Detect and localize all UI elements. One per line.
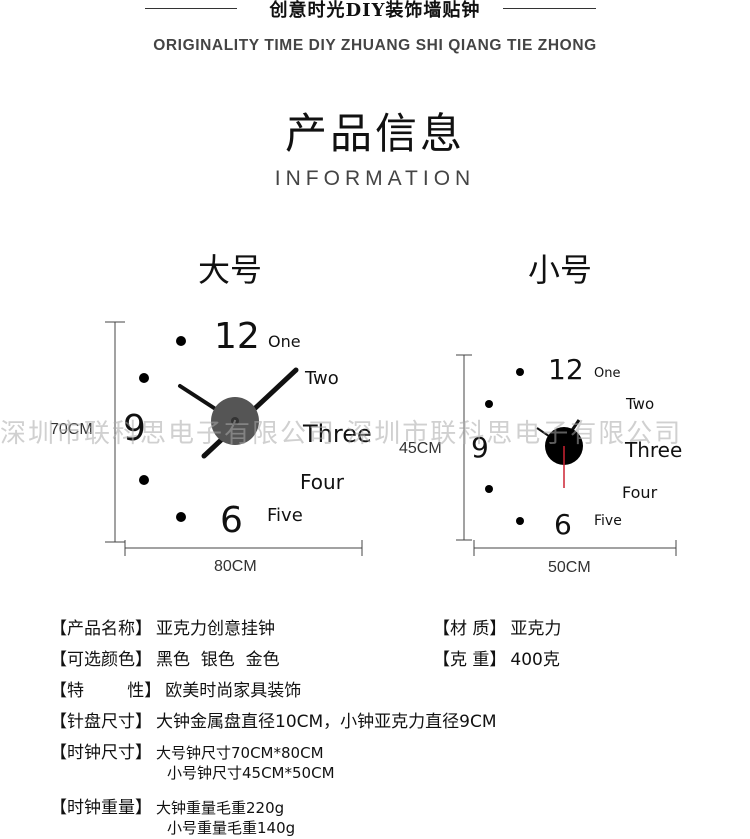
hour-dot xyxy=(485,485,493,493)
spec-value: 欧美时尚家具装饰 xyxy=(165,681,302,701)
large-numeral-9: 9 xyxy=(123,408,146,449)
spec-feature: 【特 性】欧美时尚家具装饰 xyxy=(50,676,301,701)
spec-key: 【克 重】 xyxy=(433,650,507,670)
spec-value: 小号钟尺寸45CM*50CM xyxy=(167,764,335,782)
small-width-label: 50CM xyxy=(548,559,591,576)
large-word-five: Five xyxy=(267,505,303,526)
section-subtitle: INFORMATION xyxy=(274,167,476,190)
small-clock-diagram xyxy=(456,354,677,556)
header-title: 创意时光DIY装饰墙贴钟 xyxy=(269,0,481,21)
spec-name: 【产品名称】亚克力创意挂钟 xyxy=(50,614,275,639)
small-numeral-9: 9 xyxy=(471,431,489,464)
spec-weight: 【时钟重量】大钟重量毛重220g xyxy=(50,793,284,818)
large-word-three: Three xyxy=(303,420,372,448)
spec-weight-line2: 小号重量毛重140g xyxy=(167,817,295,838)
hour-dot xyxy=(516,517,524,525)
small-word-two: Two xyxy=(626,395,655,413)
small-numeral-6: 6 xyxy=(554,508,572,541)
spec-value: 大钟重量毛重220g xyxy=(156,799,285,817)
hour-dot xyxy=(485,400,493,408)
small-height-label: 45CM xyxy=(399,440,442,457)
watermark: 深圳市联科思电子有限公司 深圳市联科思电子有限公司 xyxy=(0,419,683,449)
small-word-three: Three xyxy=(625,438,683,462)
spec-key: 【针盘尺寸】 xyxy=(50,712,152,732)
second-hand xyxy=(246,368,298,418)
spec-size: 【时钟尺寸】大号钟尺寸70CM*80CM xyxy=(50,738,324,763)
spec-key: 【可选颜色】 xyxy=(50,650,152,670)
large-numeral-6: 6 xyxy=(220,500,243,541)
spec-key: 【材 质】 xyxy=(433,619,507,639)
spec-value: 小号重量毛重140g xyxy=(167,819,296,837)
spec-key: 【产品名称】 xyxy=(50,619,152,639)
spec-size-line2: 小号钟尺寸45CM*50CM xyxy=(167,762,335,783)
large-height-label: 70CM xyxy=(50,421,93,438)
large-clock-diagram xyxy=(105,321,363,556)
spec-value: 大号钟尺寸70CM*80CM xyxy=(156,744,324,762)
large-clock-label: 大号 xyxy=(198,251,263,289)
small-word-four: Four xyxy=(622,483,658,502)
spec-value: 亚克力创意挂钟 xyxy=(156,619,275,639)
small-numeral-12: 12 xyxy=(548,353,584,386)
spec-value: 400克 xyxy=(510,650,560,670)
hour-dot xyxy=(516,368,524,376)
large-width-label: 80CM xyxy=(214,558,257,575)
small-word-five: Five xyxy=(594,513,622,529)
large-word-four: Four xyxy=(300,470,344,494)
header-rule-right xyxy=(503,8,596,9)
large-numeral-12: 12 xyxy=(214,316,260,357)
hour-dot xyxy=(139,373,149,383)
spec-net-weight: 【克 重】400克 xyxy=(433,645,560,670)
hour-dot xyxy=(176,512,186,522)
spec-key: 【时钟尺寸】 xyxy=(50,743,152,763)
small-clock-label: 小号 xyxy=(528,251,593,289)
header-subtitle: ORIGINALITY TIME DIY ZHUANG SHI QIANG TI… xyxy=(153,37,597,54)
large-word-one: One xyxy=(268,332,301,351)
hour-dot xyxy=(139,475,149,485)
header-rule-left xyxy=(145,8,237,9)
spec-colors: 【可选颜色】黑色 银色 金色 xyxy=(50,645,280,670)
spec-key: 【特 性】 xyxy=(50,681,162,701)
spec-material: 【材 质】亚克力 xyxy=(433,614,561,639)
small-word-one: One xyxy=(594,366,621,381)
spec-key: 【时钟重量】 xyxy=(50,798,152,818)
spec-value: 黑色 银色 金色 xyxy=(156,650,280,670)
large-word-two: Two xyxy=(305,368,339,389)
spec-value: 大钟金属盘直径10CM，小钟亚克力直径9CM xyxy=(156,712,497,732)
hour-dot xyxy=(176,336,186,346)
spec-value: 亚克力 xyxy=(510,619,562,639)
spec-dial: 【针盘尺寸】大钟金属盘直径10CM，小钟亚克力直径9CM xyxy=(50,707,497,732)
section-title: 产品信息 xyxy=(284,109,465,158)
